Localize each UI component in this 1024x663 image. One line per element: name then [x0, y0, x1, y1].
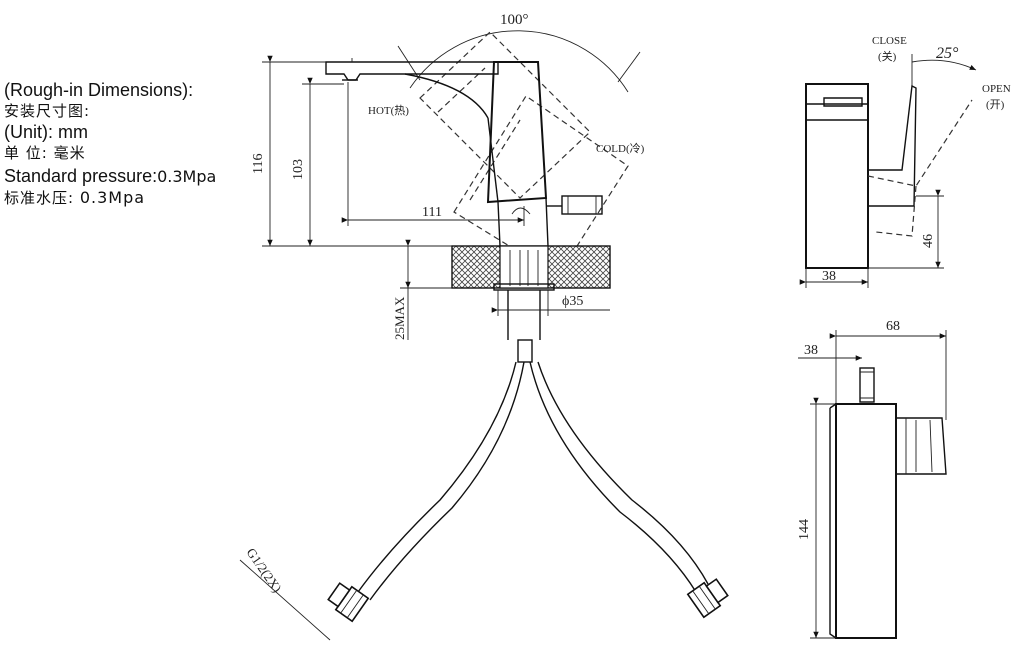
unit-cn: 单 位: 毫米	[4, 144, 86, 162]
connector-label: G1/2(2X)	[244, 545, 285, 595]
dim-35-label: ϕ35	[562, 294, 583, 309]
side-dim-38-label: 38	[822, 269, 836, 284]
rough-in-title-cn: 安装尺寸图:	[4, 102, 91, 120]
pressure-en: Standard pressure:0.3Mpa	[4, 166, 216, 187]
hot-label: HOT(热)	[368, 104, 409, 117]
rotation-angle-label: 100°	[500, 12, 529, 28]
pressure-en-label: Standard pressure:	[4, 166, 158, 186]
pressure-cn-value: 0.3Mpa	[79, 188, 146, 207]
dim-25max-label: 25MAX	[392, 296, 407, 340]
top-dim-144-label: 144	[797, 519, 812, 540]
top-handle	[896, 417, 947, 475]
side-view: CLOSE (关) 25° OPEN (开) 38 46	[799, 35, 1011, 288]
dim-116-label: 116	[251, 154, 266, 174]
handle-hot-position	[419, 31, 591, 199]
side-dim-46-label: 46	[921, 234, 936, 248]
specification-notes: (Rough-in Dimensions): 安装尺寸图: (Unit): mm…	[4, 80, 216, 209]
side-lever-open-position	[867, 99, 973, 237]
cold-label: COLD(冷)	[596, 142, 645, 155]
close-label: CLOSE	[872, 35, 907, 47]
front-view: 100° HOT(热) COLD(冷)	[239, 12, 729, 641]
close-cn-label: (关)	[878, 49, 897, 63]
hot-hose	[357, 361, 517, 593]
hot-hose-connector	[327, 582, 370, 623]
top-view: 68 38 144	[797, 319, 947, 639]
side-angle-label: 25°	[936, 45, 959, 62]
dim-111-label: 111	[422, 205, 442, 220]
rotation-arc	[409, 30, 629, 93]
top-body	[835, 403, 897, 639]
pressure-en-value: 0.3Mpa	[157, 167, 217, 186]
mounting-stem	[507, 290, 541, 340]
faucet-handle	[486, 61, 548, 204]
faucet-body	[497, 197, 549, 247]
pressure-cn-label: 标准水压:	[4, 189, 80, 207]
cold-hose	[529, 361, 697, 593]
pressure-cn: 标准水压: 0.3Mpa	[4, 187, 216, 209]
top-knob	[859, 367, 875, 403]
top-dim-38-label: 38	[804, 343, 818, 358]
unit-en: (Unit): mm	[4, 122, 88, 142]
spout	[325, 61, 499, 81]
side-body	[805, 83, 869, 269]
open-cn-label: (开)	[986, 99, 1005, 111]
cold-knob	[561, 195, 603, 215]
top-dim-68-label: 68	[886, 319, 900, 334]
rough-in-title-en: (Rough-in Dimensions):	[4, 80, 194, 100]
dim-103-label: 103	[291, 159, 306, 180]
side-lever	[868, 84, 917, 207]
cold-hose-connector	[686, 578, 729, 619]
open-label: OPEN	[982, 83, 1011, 95]
